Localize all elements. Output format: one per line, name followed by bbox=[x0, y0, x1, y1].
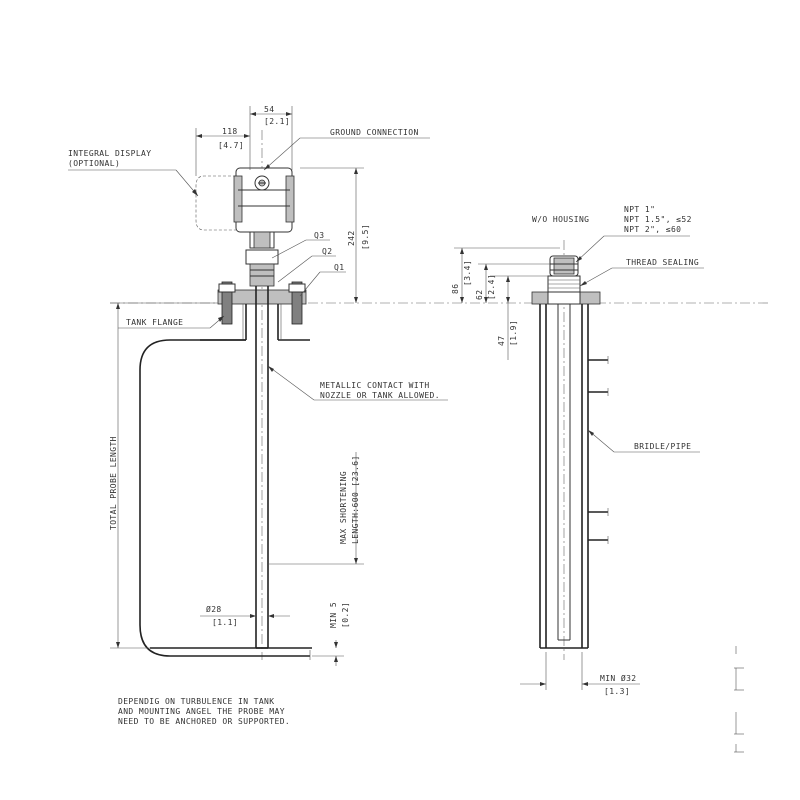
note-line-3: NEED TO BE ANCHORED OR SUPPORTED. bbox=[118, 717, 290, 726]
tank-flange-label: TANK FLANGE bbox=[126, 318, 183, 327]
dim-54: 54 [2.1] bbox=[249, 105, 293, 170]
wo-housing-fitting bbox=[531, 255, 601, 305]
total-probe-length-label: TOTAL PROBE LENGTH bbox=[109, 436, 118, 530]
thread-sealing-callout: THREAD SEALING bbox=[579, 258, 704, 287]
dim-47: 47 [1.9] bbox=[490, 275, 548, 360]
dim-118-inch: [4.7] bbox=[218, 141, 244, 150]
dim-118: 118 [4.7] bbox=[195, 127, 250, 176]
dim-min-dia-32-value: MIN Ø32 bbox=[600, 673, 637, 683]
flange-plate bbox=[217, 289, 307, 305]
callout-q3: Q3 bbox=[314, 231, 324, 240]
note-line-1: DEPENDIG ON TURBULENCE IN TANK bbox=[118, 697, 275, 706]
callout-q2: Q2 bbox=[322, 247, 332, 256]
integral-display-optional: (OPTIONAL) bbox=[68, 159, 120, 168]
dim-62-inch: [2.4] bbox=[487, 274, 496, 300]
dim-dia-28-value: Ø28 bbox=[206, 604, 222, 614]
integral-display-outline bbox=[195, 175, 236, 231]
process-connection bbox=[245, 249, 279, 265]
metallic-contact-label: METALLIC CONTACT WITH bbox=[320, 381, 430, 390]
bridle-pipe-label: BRIDLE/PIPE bbox=[634, 442, 691, 451]
dim-86: 86 [3.4] bbox=[451, 247, 560, 303]
flange-bolt-right bbox=[291, 281, 303, 325]
metallic-contact-label-2: NOZZLE OR TANK ALLOWED. bbox=[320, 391, 440, 400]
dim-54-value: 54 bbox=[264, 105, 274, 114]
ground-connection-callout: GROUND CONNECTION bbox=[263, 128, 430, 171]
dim-242: 242 [9.5] bbox=[300, 167, 370, 303]
dim-min-5: MIN 5 [0.2] bbox=[312, 602, 350, 666]
dim-47-inch: [1.9] bbox=[509, 320, 518, 346]
ground-connection-label: GROUND CONNECTION bbox=[330, 128, 419, 137]
dim-242-value: 242 bbox=[347, 230, 356, 246]
note-line-2: AND MOUNTING ANGEL THE PROBE MAY bbox=[118, 707, 285, 716]
q-callouts: Q3 Q2 Q1 bbox=[271, 231, 346, 297]
callout-q1: Q1 bbox=[334, 263, 344, 272]
dim-total-probe-length: TOTAL PROBE LENGTH bbox=[109, 302, 218, 649]
dim-min-5-value: MIN 5 bbox=[329, 602, 338, 628]
dim-62: 62 [2.4] bbox=[475, 263, 550, 303]
thread-sealing-label: THREAD SEALING bbox=[626, 258, 699, 267]
anchoring-note: DEPENDIG ON TURBULENCE IN TANK AND MOUNT… bbox=[118, 697, 290, 726]
dim-min-dia-32: MIN Ø32 [1.3] bbox=[520, 652, 640, 696]
wo-housing-label: W/O HOUSING bbox=[532, 215, 589, 224]
tank-wall bbox=[139, 339, 310, 657]
dim-54-inch: [2.1] bbox=[264, 117, 290, 126]
max-shortening-length: LENGTH:600 [23.6] bbox=[351, 455, 360, 544]
dim-118-value: 118 bbox=[222, 127, 238, 136]
tank-flange-assembly bbox=[200, 281, 310, 341]
housing-cover-left bbox=[233, 175, 243, 223]
wo-housing-callout: W/O HOUSING NPT 1" NPT 1.5", ≤52 NPT 2",… bbox=[532, 205, 692, 263]
dim-dia-28: Ø28 [1.1] bbox=[200, 604, 290, 627]
dim-86-inch: [3.4] bbox=[463, 260, 472, 286]
housing-cover-right bbox=[285, 175, 295, 223]
dim-dia-28-inch: [1.1] bbox=[212, 618, 238, 627]
npt-1-label: NPT 1" bbox=[624, 205, 655, 214]
dim-242-inch: [9.5] bbox=[361, 224, 370, 250]
dim-min-dia-32-inch: [1.3] bbox=[604, 687, 630, 696]
dim-min-5-inch: [0.2] bbox=[341, 602, 350, 628]
tank-flange-callout: TANK FLANGE bbox=[118, 315, 225, 329]
dim-47-value: 47 bbox=[497, 336, 506, 346]
dim-86-value: 86 bbox=[451, 284, 460, 294]
title-block-edge bbox=[734, 646, 744, 753]
flange-bolt-left bbox=[221, 281, 233, 325]
metallic-contact-callout: METALLIC CONTACT WITH NOZZLE OR TANK ALL… bbox=[267, 365, 448, 401]
transmitter-housing bbox=[195, 167, 295, 287]
integral-display-callout: INTEGRAL DISPLAY (OPTIONAL) bbox=[68, 149, 199, 197]
bridle-pipe bbox=[539, 304, 609, 649]
npt-2-label: NPT 2", ≤60 bbox=[624, 225, 681, 234]
dim-max-shortening: MAX SHORTENING LENGTH:600 [23.6] bbox=[268, 452, 364, 565]
dim-62-value: 62 bbox=[475, 290, 484, 300]
npt-1-5-label: NPT 1.5", ≤52 bbox=[624, 215, 692, 224]
integral-display-label: INTEGRAL DISPLAY bbox=[68, 149, 151, 158]
bridle-pipe-callout: BRIDLE/PIPE bbox=[587, 429, 700, 453]
max-shortening-label: MAX SHORTENING bbox=[339, 471, 348, 544]
